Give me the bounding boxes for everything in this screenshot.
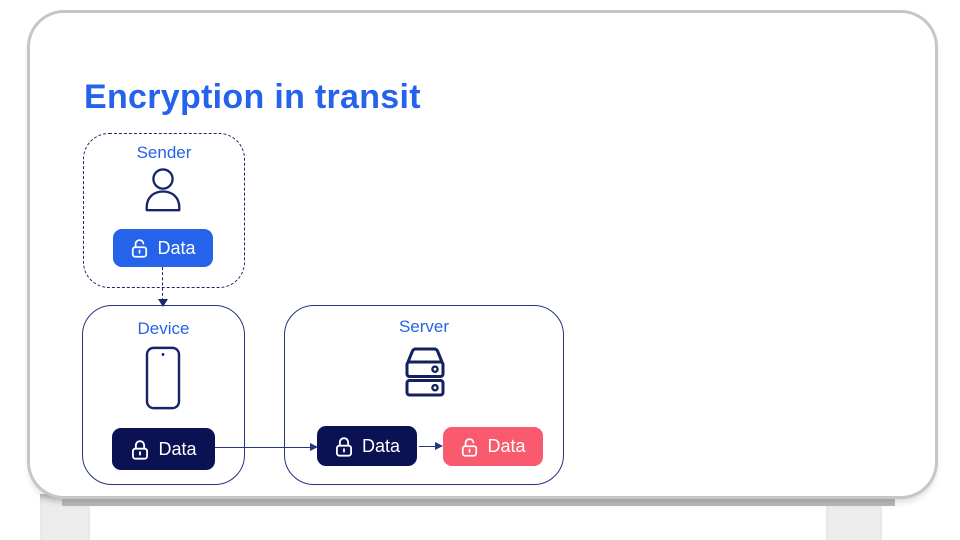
server-encrypted-data-chip: Data [317,426,417,466]
server-decrypted-data-chip: Data [443,427,543,466]
smartphone-icon [145,346,181,410]
server-box [284,305,564,485]
chip-label: Data [487,436,526,456]
server-icon [395,343,455,403]
arrow-right-icon [310,443,318,451]
lock-closed-icon [130,438,150,461]
device-box [82,305,245,485]
page-title: Encryption in transit [84,78,421,116]
device-to-server-arrow [215,447,311,448]
arrow-right-icon [435,442,443,450]
sender-box [83,133,245,288]
device-data-chip: Data [112,428,215,470]
chip-label: Data [361,435,401,456]
chip-label: Data [158,438,197,459]
stand-bar [62,496,895,506]
lock-open-icon [130,237,149,259]
sender-data-chip: Data [113,229,213,267]
lock-open-icon [460,436,479,458]
chip-label: Data [157,237,196,258]
arrow-down-icon [158,299,168,307]
lock-closed-icon [334,435,354,458]
sender-to-device-connector [162,267,163,301]
sender-label: Sender [136,143,192,162]
server-label: Server [398,317,450,336]
decrypt-arrow [419,446,436,447]
person-icon [140,167,186,215]
device-label: Device [137,319,190,338]
